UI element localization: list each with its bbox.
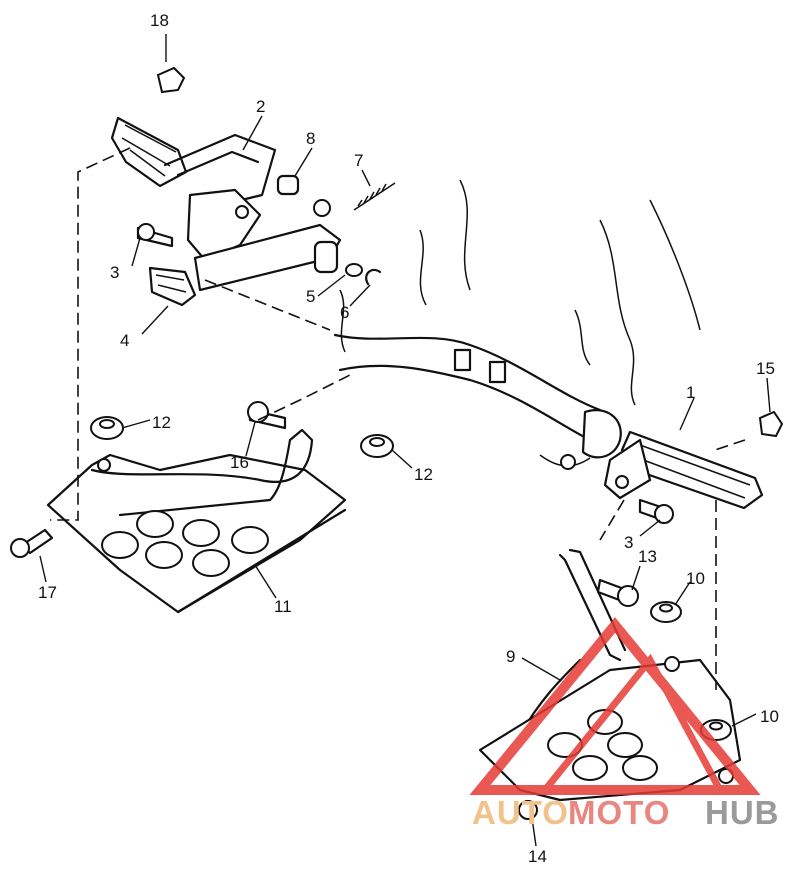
callout-10b: 10 bbox=[760, 707, 779, 726]
callout-18: 18 bbox=[150, 11, 169, 30]
callout-14: 14 bbox=[528, 847, 547, 866]
callout-5: 5 bbox=[306, 287, 315, 306]
callout-2: 2 bbox=[256, 97, 265, 116]
callout-10: 10 bbox=[686, 569, 705, 588]
callout-6: 6 bbox=[340, 303, 349, 322]
frame-outline bbox=[333, 179, 701, 470]
logo-inner-triangle-icon bbox=[542, 653, 724, 793]
callout-1: 1 bbox=[686, 383, 695, 402]
callout-7: 7 bbox=[354, 151, 363, 170]
callout-9: 9 bbox=[506, 647, 515, 666]
callout-13: 13 bbox=[638, 547, 657, 566]
guard-plate-right bbox=[478, 548, 742, 820]
callout-3b: 3 bbox=[624, 533, 633, 552]
assembly-lines bbox=[50, 147, 746, 690]
watermark-auto: AUTO bbox=[472, 794, 569, 831]
watermark-hub: HUB bbox=[705, 794, 780, 831]
callout-11: 11 bbox=[274, 597, 292, 616]
callout-16: 16 bbox=[230, 453, 249, 472]
watermark-moto: MOTO bbox=[568, 794, 670, 831]
watermark-logo bbox=[469, 617, 761, 795]
callout-17: 17 bbox=[38, 583, 57, 602]
callout-3: 3 bbox=[110, 263, 119, 282]
callout-15: 15 bbox=[756, 359, 775, 378]
leader-lines bbox=[39, 34, 771, 847]
guard-plate-left bbox=[10, 401, 394, 614]
logo-triangle-icon bbox=[469, 617, 761, 795]
callout-8: 8 bbox=[306, 129, 315, 148]
callout-12b: 12 bbox=[414, 465, 433, 484]
brake-pedal-assembly bbox=[110, 66, 396, 307]
footrest-assembly bbox=[603, 410, 784, 524]
callout-4: 4 bbox=[120, 331, 129, 350]
callout-12: 12 bbox=[152, 413, 171, 432]
